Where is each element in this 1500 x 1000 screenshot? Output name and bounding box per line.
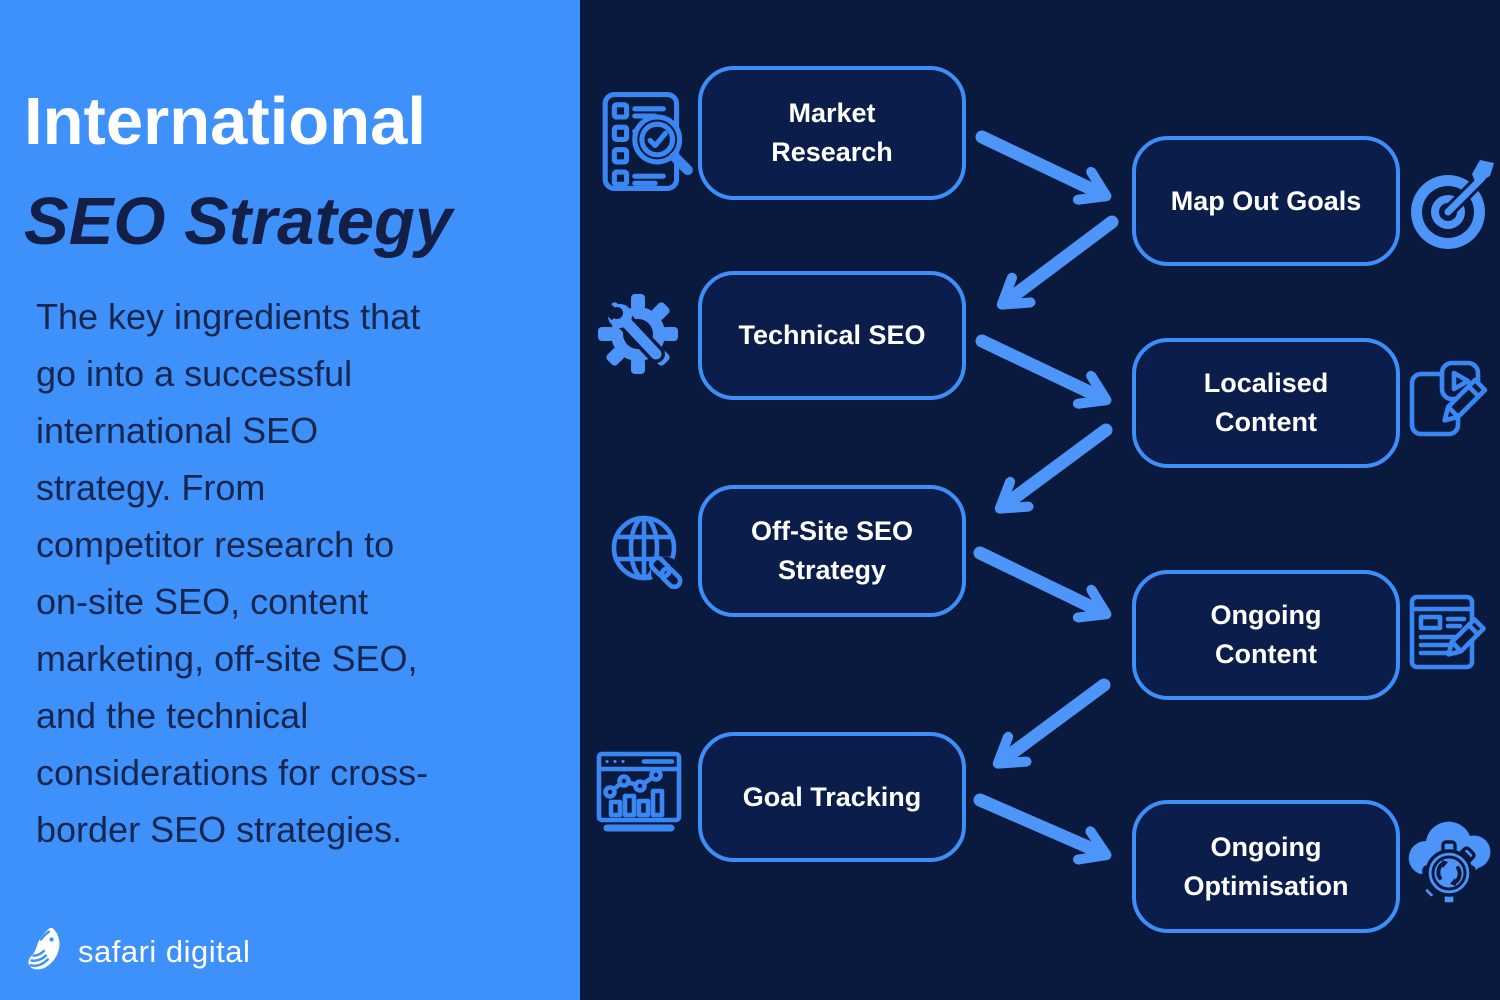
flow-node-goal-tracking: Goal Tracking (698, 732, 966, 862)
node-label: Off-Site SEO Strategy (750, 516, 913, 585)
node-label: Market Research (771, 98, 893, 167)
flow-node-localised-content: Localised Content (1132, 338, 1400, 468)
globe-link-icon (606, 510, 692, 599)
title-line-2: SEO Strategy (24, 184, 453, 259)
paragraph-line: competitor research to (36, 524, 395, 565)
logo-text: safari digital (78, 933, 251, 969)
flow-arrow (973, 793, 1104, 854)
target-dart-icon (1406, 158, 1496, 257)
left-panel: International SEO Strategy The key ingre… (0, 0, 580, 1000)
paragraph-line: strategy. From (36, 467, 266, 508)
node-label: Goal Tracking (742, 781, 922, 812)
node-label: Ongoing Content (1210, 600, 1322, 669)
paragraph-line: international SEO (36, 410, 319, 451)
flow-arrow (975, 130, 1104, 195)
document-pencil-icon (1408, 592, 1486, 679)
flow-arrow (1000, 678, 1111, 762)
checklist-search-icon (596, 88, 698, 201)
flow-node-off-site-seo-strategy: Off-Site SEO Strategy (698, 485, 966, 617)
flow-arrow (1004, 215, 1119, 303)
gear-wrench-icon (596, 292, 680, 381)
flow-arrow (1002, 423, 1113, 507)
flow-node-ongoing-optimisation: Ongoing Optimisation (1132, 800, 1400, 933)
zebra-logo-icon (22, 926, 64, 977)
flow-arrow (973, 546, 1104, 613)
paragraph-line: considerations for cross- (36, 752, 429, 793)
flow-node-map-out-goals: Map Out Goals (1132, 136, 1400, 266)
safari-digital-logo: safari digital (22, 926, 250, 977)
media-edit-icon (1406, 360, 1488, 447)
flow-node-market-research: Market Research (698, 66, 966, 200)
flow-node-ongoing-content: Ongoing Content (1132, 570, 1400, 700)
analytics-chart-icon (594, 746, 688, 843)
cloud-gear-sync-icon (1402, 816, 1496, 913)
paragraph-line: go into a successful (36, 353, 353, 394)
title-line-1: International (24, 84, 427, 159)
page-title: International SEO Strategy (24, 72, 452, 272)
flow-node-technical-seo: Technical SEO (698, 271, 966, 400)
node-label: Localised Content (1203, 368, 1329, 437)
node-label: Technical SEO (738, 320, 926, 350)
paragraph-line: The key ingredients that (36, 296, 421, 337)
paragraph-line: and the technical (36, 695, 309, 736)
paragraph-line: on-site SEO, content (36, 581, 369, 622)
paragraph-line: border SEO strategies. (36, 809, 403, 850)
paragraph-line: marketing, off-site SEO, (36, 638, 418, 679)
node-label: Ongoing Optimisation (1183, 831, 1349, 901)
node-label: Map Out Goals (1170, 185, 1362, 216)
intro-paragraph: The key ingredients that go into a succe… (36, 288, 428, 858)
flow-arrow (975, 334, 1104, 399)
